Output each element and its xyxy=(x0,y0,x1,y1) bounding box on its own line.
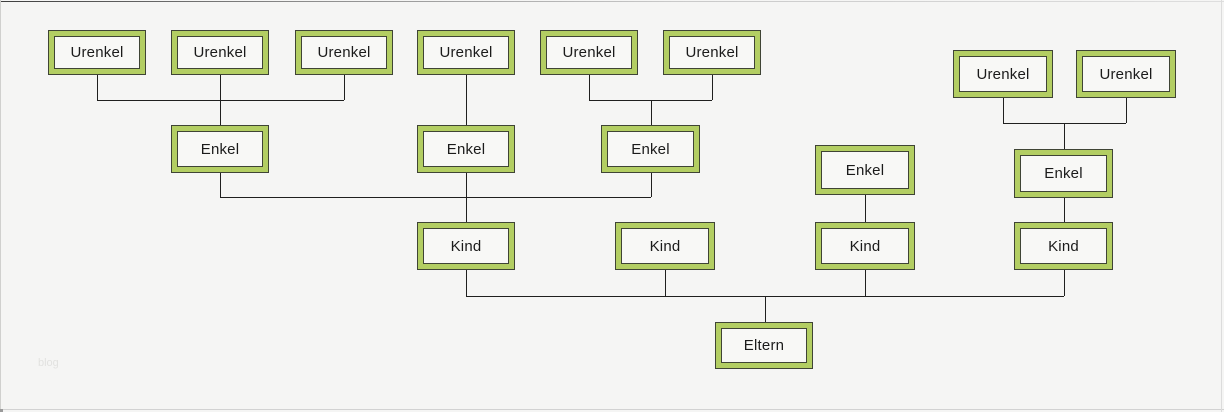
tree-node-kind-4: Kind xyxy=(1014,222,1113,270)
node-label: Eltern xyxy=(743,337,785,354)
node-label: Urenkel xyxy=(70,44,124,61)
tree-node-enkel-2: Enkel xyxy=(417,125,515,173)
node-label: Kind xyxy=(1048,237,1079,255)
node-label: Enkel xyxy=(446,140,486,158)
node-label: Urenkel xyxy=(976,65,1030,83)
node-label: Urenkel xyxy=(439,44,493,61)
tree-node-urenkel-3: Urenkel xyxy=(295,30,393,75)
node-label: Enkel xyxy=(1044,165,1083,182)
node-label: Urenkel xyxy=(193,44,247,61)
tree-node-urenkel-5: Urenkel xyxy=(540,30,638,75)
node-label: Kind xyxy=(649,237,681,255)
tree-node-urenkel-6: Urenkel xyxy=(663,30,761,75)
node-label: Enkel xyxy=(200,140,240,158)
tree-node-urenkel-2: Urenkel xyxy=(171,30,269,75)
tree-node-kind-2: Kind xyxy=(615,222,715,270)
canvas-left-edge xyxy=(0,0,1,412)
tree-node-urenkel-4: Urenkel xyxy=(417,30,515,75)
node-label: Urenkel xyxy=(562,44,616,61)
canvas-corner-mark xyxy=(0,409,3,412)
node-label: Kind xyxy=(849,237,881,255)
tree-node-enkel-3: Enkel xyxy=(601,125,700,173)
tree-node-enkel-4: Enkel xyxy=(815,145,915,195)
node-label: Kind xyxy=(450,237,482,255)
node-label: Urenkel xyxy=(317,44,371,61)
node-label: Urenkel xyxy=(685,44,739,61)
tree-node-eltern-1: Eltern xyxy=(715,322,813,369)
canvas-top-edge xyxy=(0,1,1224,2)
tree-node-kind-3: Kind xyxy=(815,222,915,270)
node-label: Enkel xyxy=(631,140,670,158)
node-label: Urenkel xyxy=(1099,65,1153,83)
tree-node-urenkel-8: Urenkel xyxy=(1076,50,1176,98)
tree-node-enkel-1: Enkel xyxy=(171,125,269,173)
tree-node-urenkel-7: Urenkel xyxy=(953,50,1053,98)
tree-node-kind-1: Kind xyxy=(417,222,515,270)
tree-node-enkel-5: Enkel xyxy=(1014,149,1113,198)
canvas-right-edge xyxy=(1221,0,1222,412)
canvas-bottom-edge xyxy=(0,409,1224,410)
watermark-text: blog xyxy=(38,357,59,369)
node-label: Enkel xyxy=(845,161,885,179)
tree-node-urenkel-1: Urenkel xyxy=(48,30,146,75)
